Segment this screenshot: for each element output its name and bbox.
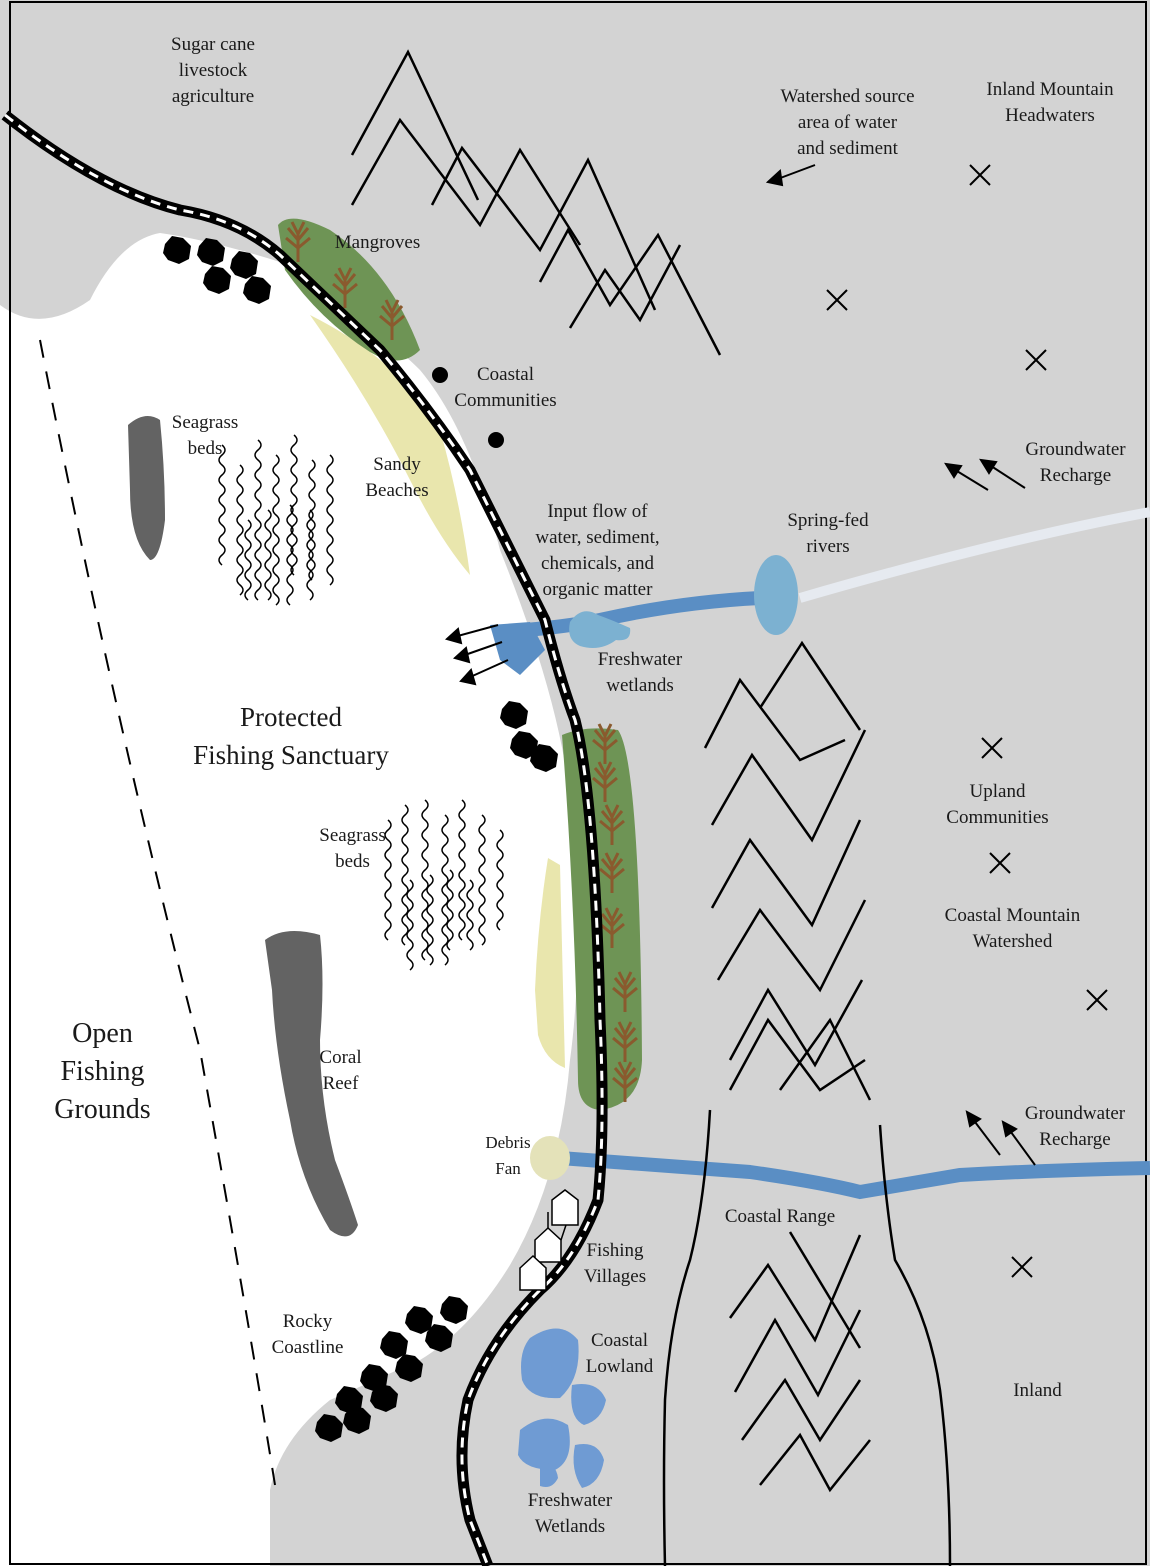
seagrass-strand — [446, 869, 454, 951]
seagrass-strand — [326, 454, 334, 586]
label-mangroves-north: Mangroves — [334, 232, 421, 253]
seagrass-strand — [244, 519, 252, 601]
coastal-community-dot — [432, 367, 448, 383]
seagrass-strand — [308, 459, 316, 581]
seagrass-strand — [306, 509, 314, 601]
seagrass-strand — [496, 829, 504, 931]
seagrass-strand — [478, 814, 486, 946]
seagrass-strand — [286, 504, 294, 606]
seagrass-strand — [441, 814, 449, 966]
fishing-village-icons — [519, 1189, 579, 1291]
coastal-community-dot — [488, 432, 504, 448]
coral-reef-south — [265, 931, 358, 1237]
seagrass-strand — [272, 454, 280, 606]
mountains-coastal — [703, 640, 872, 1101]
sanctuary-boundary — [39, 339, 276, 1486]
debris-fan — [530, 1136, 570, 1180]
seagrass-strand — [218, 444, 226, 566]
seagrass-strand — [458, 799, 466, 941]
mountains-inland — [350, 49, 722, 356]
spring-pool — [754, 555, 798, 635]
seagrass-strand — [254, 439, 262, 601]
freshwater-wetland-south — [518, 1328, 606, 1488]
seagrass-strand — [466, 879, 474, 951]
label-coastal-range: Coastal Range — [724, 1206, 836, 1227]
sea-area — [0, 233, 578, 1566]
seagrass-strand — [384, 819, 392, 941]
seagrass-strand — [236, 464, 244, 596]
seagrass-strand — [426, 874, 434, 966]
seagrass-strand — [290, 434, 298, 576]
coastal-range-boundary-east — [878, 1124, 952, 1566]
coastal-river — [559, 1151, 1150, 1200]
sandy-beach-north — [310, 315, 470, 575]
sandy-beach-south — [535, 858, 565, 1068]
seagrass-strand — [401, 804, 409, 946]
seagrass-strand — [406, 879, 414, 971]
flow-arrows — [444, 164, 1036, 1166]
freshwater-wetland-mid — [569, 611, 631, 648]
coastal-range-boundary-west — [662, 1109, 712, 1566]
seagrass-beds — [218, 434, 504, 971]
upland-river — [798, 507, 1150, 603]
mountains-coastal-range — [728, 1231, 871, 1493]
upland-marker — [826, 164, 1108, 1278]
map-border — [9, 1, 1147, 1565]
seagrass-strand — [264, 509, 272, 601]
label-inland: Inland — [1013, 1380, 1062, 1401]
coral-reef-north — [128, 416, 165, 560]
seagrass-strand — [421, 799, 429, 961]
